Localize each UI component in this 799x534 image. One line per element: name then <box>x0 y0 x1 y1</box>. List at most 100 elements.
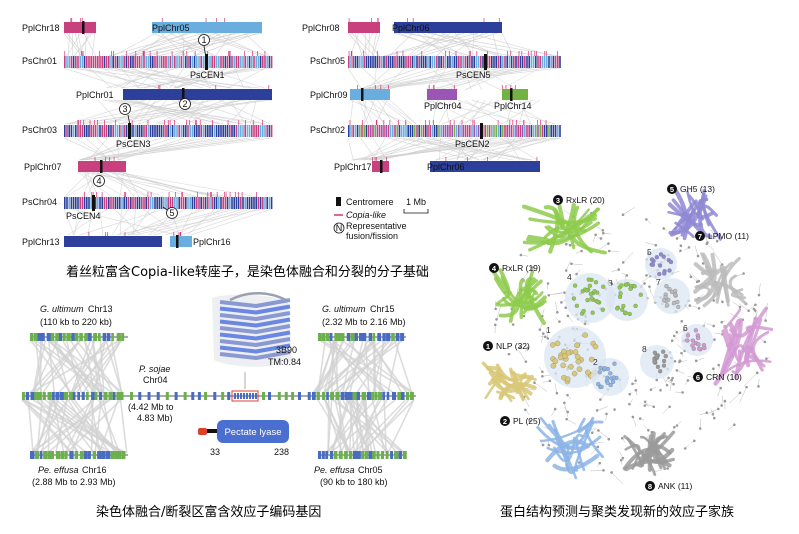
synteny-link <box>139 32 254 57</box>
bar-pschr02-band <box>543 125 546 137</box>
bar-pschr04-band <box>213 197 216 209</box>
network-node <box>765 357 768 360</box>
lpmo-structure <box>700 268 718 276</box>
beta-strand <box>219 350 291 360</box>
network-edge <box>564 402 569 417</box>
bar-pschr04-band <box>169 197 172 209</box>
network-node <box>712 367 715 370</box>
synteny-link <box>380 99 413 125</box>
bar-pplchr16 <box>170 236 192 247</box>
track-gu15-gene <box>325 333 330 341</box>
bar-pschr04-band <box>158 197 161 209</box>
bar-pschr02-band <box>381 125 383 137</box>
bar-pschr02-band <box>539 125 541 137</box>
bar-pschr01-band <box>103 56 106 68</box>
bar-pschr01-band <box>270 56 273 68</box>
bar-pplchr14-centromere <box>510 88 513 101</box>
cluster-node <box>663 353 668 359</box>
network-node <box>753 309 757 312</box>
synteny-link <box>383 99 417 125</box>
network-node <box>558 320 561 323</box>
cluster-node <box>611 375 617 380</box>
cluster-node <box>574 354 581 360</box>
synteny-link <box>111 208 129 236</box>
track-psojae-left-gene <box>94 392 98 400</box>
rxlr-4-structure <box>519 279 543 320</box>
effector-gene <box>234 393 236 399</box>
track-pe16-gene <box>121 451 126 459</box>
cluster-number: 4 <box>567 272 572 282</box>
psojae-middle-gene <box>291 392 295 400</box>
synteny-link <box>202 67 265 89</box>
bar-pschr03-band <box>167 125 169 137</box>
bar-pplchr13 <box>64 236 162 247</box>
track-psojae-right-gene <box>378 392 382 400</box>
bar-pschr02-band <box>532 125 535 137</box>
bar-pschr05-band <box>537 56 539 68</box>
bar-pschr01-band <box>110 56 112 68</box>
bar-pschr04-band <box>163 197 165 209</box>
network-node <box>670 339 674 342</box>
track-gu13-gene <box>102 333 107 341</box>
synteny-link <box>79 208 165 236</box>
bar-pschr05-band <box>488 56 491 68</box>
track-psojae-right-gene <box>397 392 402 400</box>
network-node <box>566 314 570 318</box>
lpmo-structure <box>715 256 741 304</box>
synteny-link <box>136 67 159 89</box>
label-pplchr17: PplChr17 <box>334 162 372 172</box>
bl-link <box>355 339 394 394</box>
cluster-node <box>550 342 556 348</box>
legend-n-circle <box>333 222 345 234</box>
crn-structure <box>720 359 772 378</box>
bar-pschr04-band <box>242 197 244 209</box>
network-node <box>713 338 716 341</box>
synteny-link <box>458 99 534 125</box>
bar-pschr01-band <box>200 56 202 68</box>
network-node <box>531 266 534 269</box>
bar-pschr05-band <box>403 56 405 68</box>
synteny-link <box>190 208 273 236</box>
synteny-link <box>372 32 381 57</box>
bar-pschr03-band <box>262 125 264 137</box>
bar-pschr03-band <box>169 125 172 137</box>
pe05-chr: Chr05 <box>358 465 383 475</box>
bar-pschr03-band <box>79 125 81 137</box>
network-node <box>675 424 679 427</box>
crn-structure <box>719 318 742 378</box>
track-psojae-right-gene <box>409 392 414 400</box>
bar-pschr01-band <box>121 56 123 68</box>
lpmo-structure <box>693 267 724 294</box>
synteny-link <box>472 32 475 57</box>
track-pe05-gene <box>333 451 338 459</box>
network-node <box>757 293 761 297</box>
network-node <box>620 436 624 440</box>
network-node <box>543 335 547 339</box>
synteny-link <box>63 208 75 236</box>
synteny-link <box>67 208 108 236</box>
track-psojae-left-gene <box>81 392 85 400</box>
track-pe05-gene <box>356 451 361 459</box>
synteny-link <box>435 137 478 161</box>
rxlr-3-structure <box>553 202 576 230</box>
nlp-structure <box>519 376 537 401</box>
synteny-link <box>425 137 526 161</box>
bar-pschr03-band <box>141 125 143 137</box>
bl-link <box>31 339 103 394</box>
network-node <box>738 391 742 395</box>
bar-pschr03-band <box>81 125 84 137</box>
bar-pschr04-band <box>246 197 249 209</box>
network-node <box>675 237 679 240</box>
synteny-link <box>364 99 375 125</box>
bar-pschr03-band <box>105 125 108 137</box>
network-node <box>687 246 691 249</box>
track-psojae-left-gene <box>37 392 42 400</box>
bar-pschr02-band <box>548 125 550 137</box>
network-node <box>621 261 625 264</box>
pectate-lyase-domain <box>217 420 289 443</box>
track-pe16-gene <box>69 451 74 459</box>
bar-pschr04-band <box>202 197 205 209</box>
synteny-link <box>78 32 90 57</box>
